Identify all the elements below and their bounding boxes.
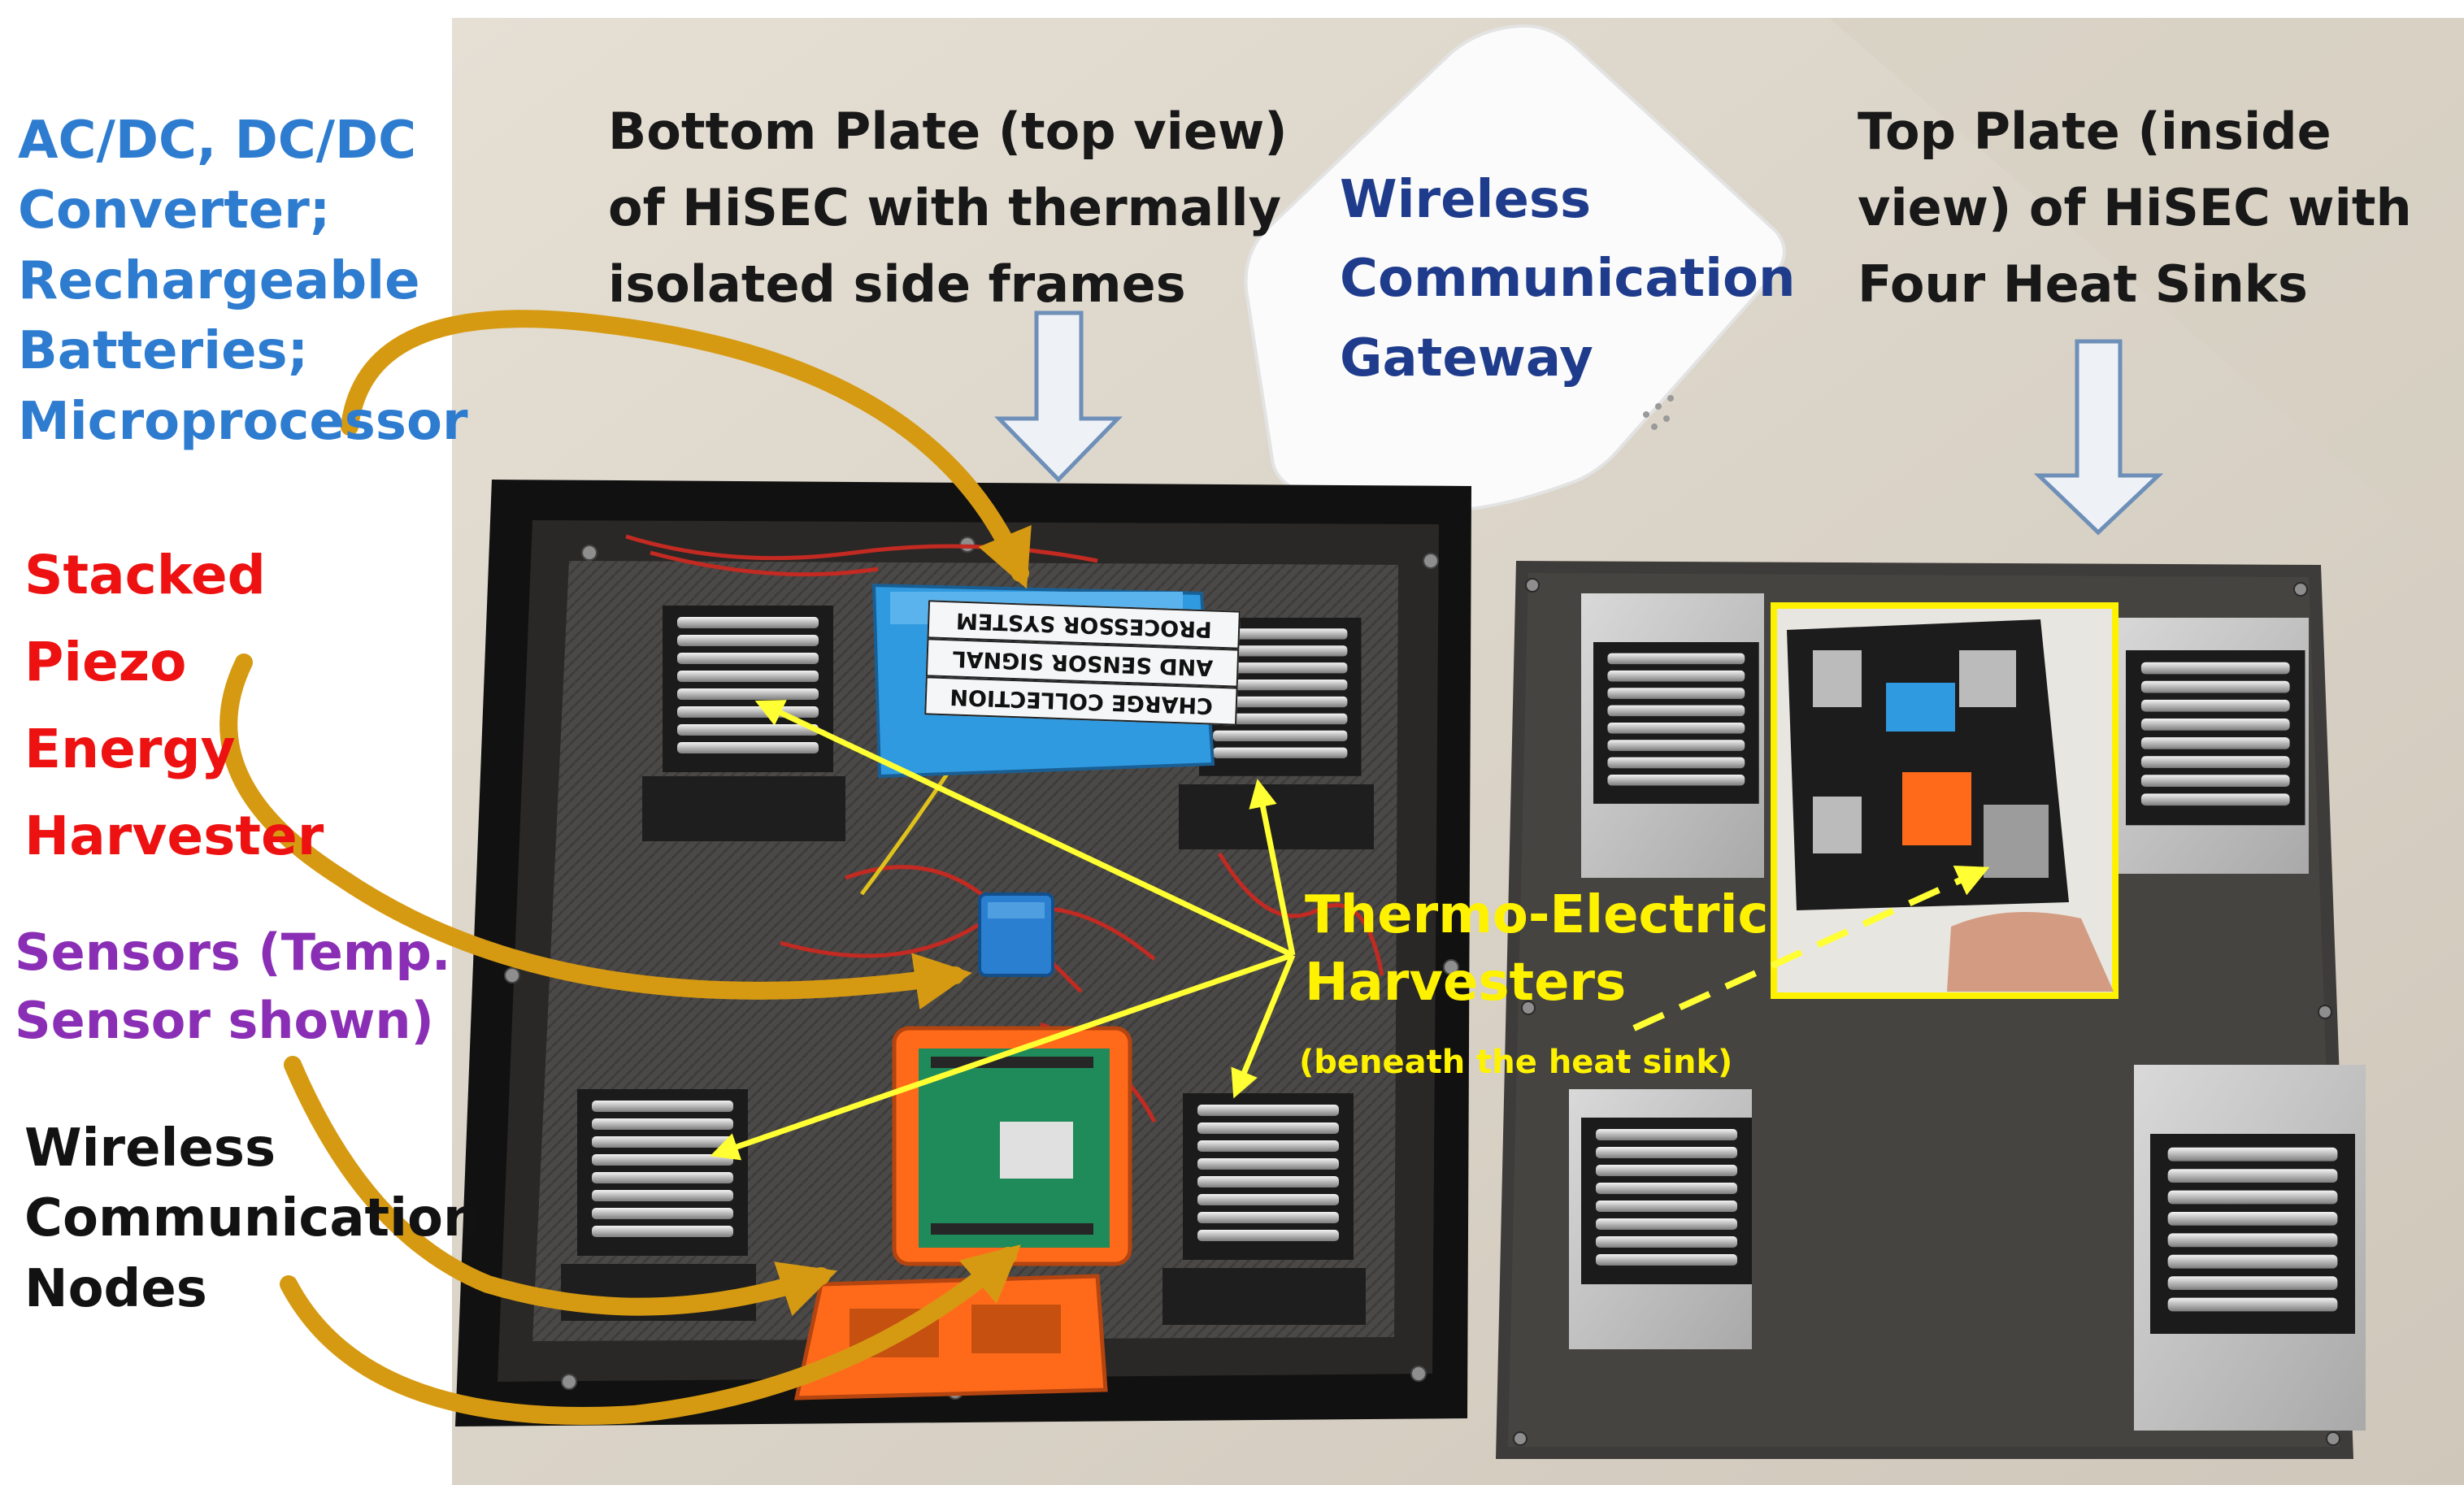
- heat-sink-icon: [1593, 642, 1759, 804]
- bottom-plate-label: Bottom Plate (top view) of HiSEC with th…: [608, 102, 1288, 315]
- wiring: [625, 534, 1384, 1123]
- orange-bracket: [793, 1274, 1108, 1400]
- nodes-label: Wireless Communication Nodes: [24, 1118, 480, 1319]
- sensors-label: Sensors (Temp. Sensor shown): [15, 923, 451, 1050]
- heat-sink-icon: [1581, 1118, 1752, 1284]
- down-arrow-icon: [2033, 339, 2164, 536]
- wireless-node: [892, 1026, 1132, 1266]
- table-shadow: [1829, 18, 2464, 569]
- down-arrow-icon: [994, 310, 1123, 483]
- heat-sink-icon: [663, 606, 833, 772]
- curved-arrow-icon: [219, 310, 1032, 1425]
- thermo-note: (beneath the heat sink): [1299, 1044, 1733, 1081]
- inset-photo: [1771, 602, 2119, 999]
- gateway-label: Wireless Communication Gateway: [1340, 170, 1796, 389]
- processor-labels: PROCESSOR SYSTEM AND SENSOR SIGNAL CHARG…: [924, 600, 1241, 726]
- gateway-vents: [1643, 395, 1674, 430]
- temp-sensor: [978, 892, 1054, 977]
- heat-sink-icon: [1183, 1093, 1354, 1260]
- pointer-arrow-icon: [1632, 866, 1990, 1031]
- converter-label: AC/DC, DC/DC Converter; Rechargeable Bat…: [18, 111, 468, 452]
- pointer-arrow-icon: [710, 700, 1296, 1161]
- piezo-label: Stacked Piezo Energy Harvester: [24, 544, 324, 867]
- top-plate-label: Top Plate (inside view) of HiSEC with Fo…: [1858, 102, 2412, 315]
- thermo-label: Thermo-Electric Harvesters: [1305, 885, 1769, 1014]
- heat-sink-icon: [577, 1089, 748, 1256]
- heat-sink-icon: [2150, 1134, 2355, 1334]
- heat-sink-icon: [2126, 650, 2305, 826]
